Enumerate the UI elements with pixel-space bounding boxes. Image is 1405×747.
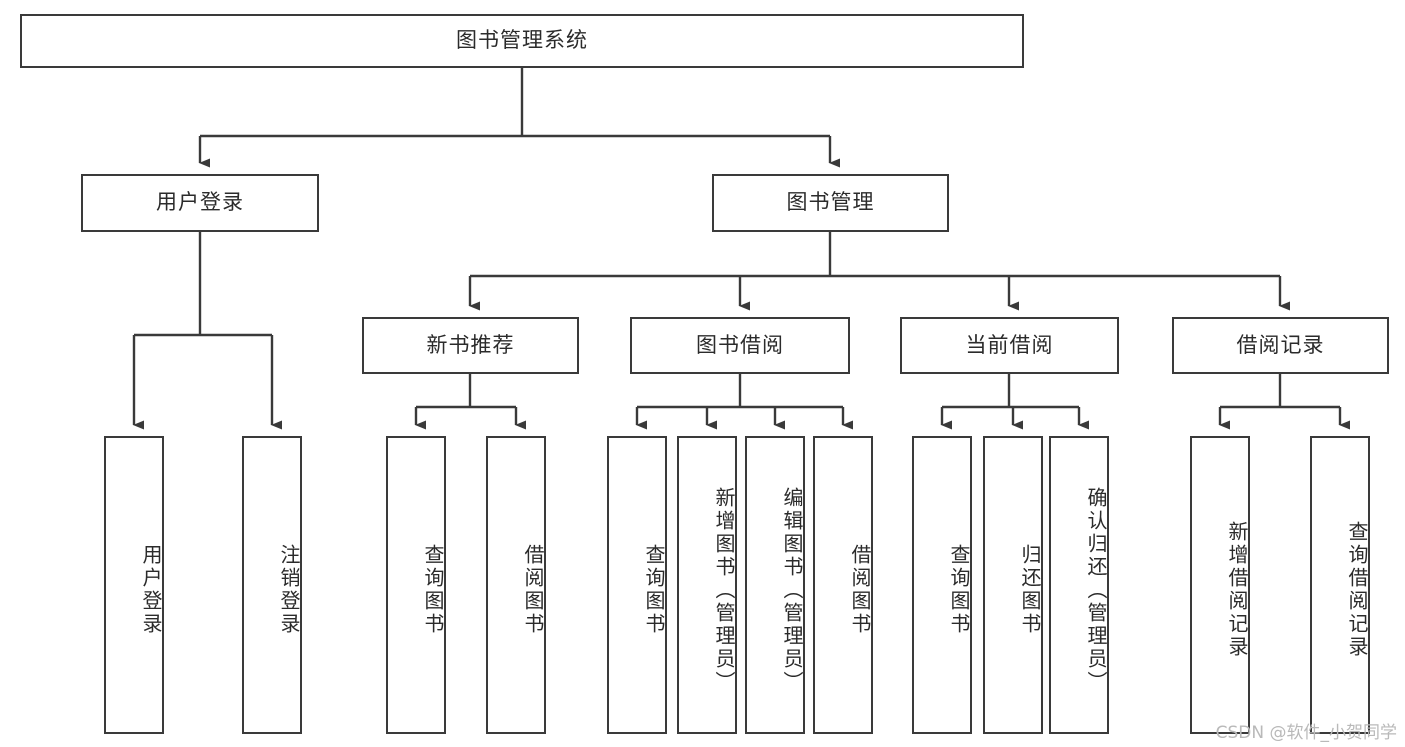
node-level2-0[interactable]: 新书推荐 bbox=[362, 317, 579, 374]
node-root[interactable]: 图书管理系统 bbox=[20, 14, 1024, 68]
node-leaf-9-label: 归还图书 bbox=[1018, 544, 1042, 636]
node-level1-0[interactable]: 用户登录 bbox=[81, 174, 319, 232]
node-leaf-12-label: 查询借阅记录 bbox=[1345, 521, 1369, 659]
node-level2-2[interactable]: 当前借阅 bbox=[900, 317, 1119, 374]
node-leaf-0-label: 用户登录 bbox=[139, 544, 163, 636]
node-leaf-1-label: 注销登录 bbox=[277, 544, 301, 636]
node-level1-0-label: 用户登录 bbox=[156, 190, 244, 215]
node-level2-3[interactable]: 借阅记录 bbox=[1172, 317, 1389, 374]
node-leaf-6[interactable]: 编辑图书（管理员） bbox=[745, 436, 805, 734]
node-leaf-2-label: 查询图书 bbox=[421, 544, 445, 636]
node-leaf-4-label: 查询图书 bbox=[642, 544, 666, 636]
node-level2-1-label: 图书借阅 bbox=[696, 332, 784, 357]
node-leaf-8-label: 查询图书 bbox=[947, 544, 971, 636]
watermark-text: CSDN @软件_小贺同学 bbox=[1215, 723, 1397, 743]
node-leaf-11-label: 新增借阅记录 bbox=[1225, 521, 1249, 659]
node-leaf-5-label: 新增图书（管理员） bbox=[712, 486, 736, 694]
node-leaf-5[interactable]: 新增图书（管理员） bbox=[677, 436, 737, 734]
node-leaf-7-label: 借阅图书 bbox=[848, 544, 872, 636]
node-leaf-9[interactable]: 归还图书 bbox=[983, 436, 1043, 734]
node-leaf-3[interactable]: 借阅图书 bbox=[486, 436, 546, 734]
node-root-label: 图书管理系统 bbox=[456, 28, 588, 53]
node-level1-1[interactable]: 图书管理 bbox=[712, 174, 949, 232]
node-level2-0-label: 新书推荐 bbox=[426, 332, 515, 357]
node-leaf-6-label: 编辑图书（管理员） bbox=[780, 486, 804, 694]
node-leaf-4[interactable]: 查询图书 bbox=[607, 436, 667, 734]
node-leaf-7[interactable]: 借阅图书 bbox=[813, 436, 873, 734]
node-leaf-1[interactable]: 注销登录 bbox=[242, 436, 302, 734]
node-leaf-10-label: 确认归还（管理员） bbox=[1084, 486, 1108, 694]
node-level1-1-label: 图书管理 bbox=[786, 190, 875, 215]
node-leaf-10[interactable]: 确认归还（管理员） bbox=[1049, 436, 1109, 734]
node-leaf-8[interactable]: 查询图书 bbox=[912, 436, 972, 734]
node-level2-1[interactable]: 图书借阅 bbox=[630, 317, 850, 374]
node-level2-3-label: 借阅记录 bbox=[1236, 332, 1325, 357]
node-leaf-3-label: 借阅图书 bbox=[521, 544, 545, 636]
node-leaf-2[interactable]: 查询图书 bbox=[386, 436, 446, 734]
node-leaf-12[interactable]: 查询借阅记录 bbox=[1310, 436, 1370, 734]
node-leaf-0[interactable]: 用户登录 bbox=[104, 436, 164, 734]
node-level2-2-label: 当前借阅 bbox=[965, 332, 1054, 357]
node-leaf-11[interactable]: 新增借阅记录 bbox=[1190, 436, 1250, 734]
